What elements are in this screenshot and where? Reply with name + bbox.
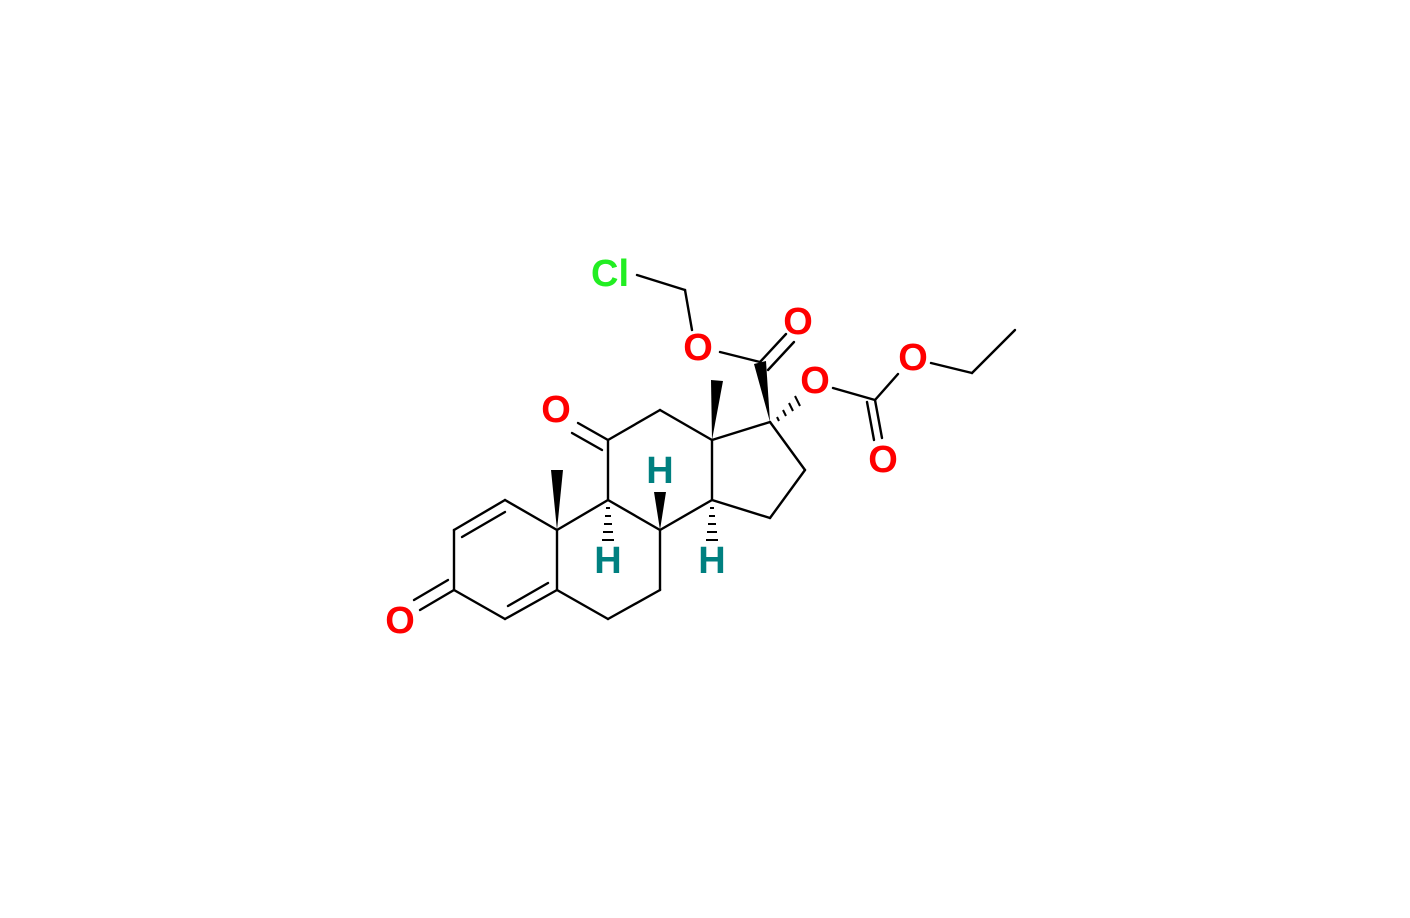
bond <box>873 372 900 402</box>
atom-label-oxygen: O <box>541 389 571 431</box>
bond <box>710 498 772 520</box>
bond <box>503 498 559 532</box>
atom-label-oxygen: O <box>898 337 928 379</box>
bond <box>718 350 762 364</box>
bond <box>865 400 876 442</box>
atom-labels: O O O O O O O Cl H H H <box>385 253 928 642</box>
bond <box>555 588 610 621</box>
bond <box>606 408 662 442</box>
atom-label-hydrogen: H <box>698 540 725 582</box>
bond-double-inner <box>506 581 550 608</box>
bond <box>452 498 507 532</box>
bond <box>570 431 604 452</box>
bond-double-inner <box>460 510 507 539</box>
atom-label-chlorine: Cl <box>591 253 629 295</box>
atom-label-hydrogen: H <box>646 450 673 492</box>
bonds <box>412 273 1017 621</box>
bond <box>970 328 1017 375</box>
wedge-bond-c17-c20 <box>754 361 770 422</box>
bond <box>658 498 714 532</box>
wedge-bond-c13-methyl <box>711 380 723 440</box>
bond <box>503 588 559 621</box>
atom-label-hydrogen: H <box>594 540 621 582</box>
bond <box>929 361 974 375</box>
bond <box>658 408 714 442</box>
atom-label-oxygen: O <box>800 360 830 402</box>
hashed-bond-c17-o <box>776 395 801 422</box>
bond <box>768 420 807 472</box>
atom-label-oxygen: O <box>385 600 415 642</box>
bond <box>635 273 687 292</box>
bond <box>418 588 456 612</box>
bond <box>758 332 788 364</box>
bond <box>710 420 772 442</box>
bond <box>766 340 796 372</box>
bond <box>768 468 807 520</box>
bond <box>555 498 610 532</box>
bond <box>452 588 507 621</box>
wedge-bond-c8-h <box>654 492 666 530</box>
bond <box>831 386 877 402</box>
bond <box>606 588 662 621</box>
atom-label-oxygen: O <box>683 327 713 369</box>
bond <box>873 398 884 440</box>
atom-label-oxygen: O <box>868 439 898 481</box>
bond <box>683 288 694 332</box>
atom-label-oxygen: O <box>783 301 813 343</box>
wedge-bond-c10-methyl <box>551 470 563 530</box>
hashed-bond-c9-h <box>602 507 614 541</box>
bond <box>412 578 450 602</box>
hashed-bond-c14-h <box>706 507 718 541</box>
bond <box>606 498 662 532</box>
bond <box>576 421 610 442</box>
